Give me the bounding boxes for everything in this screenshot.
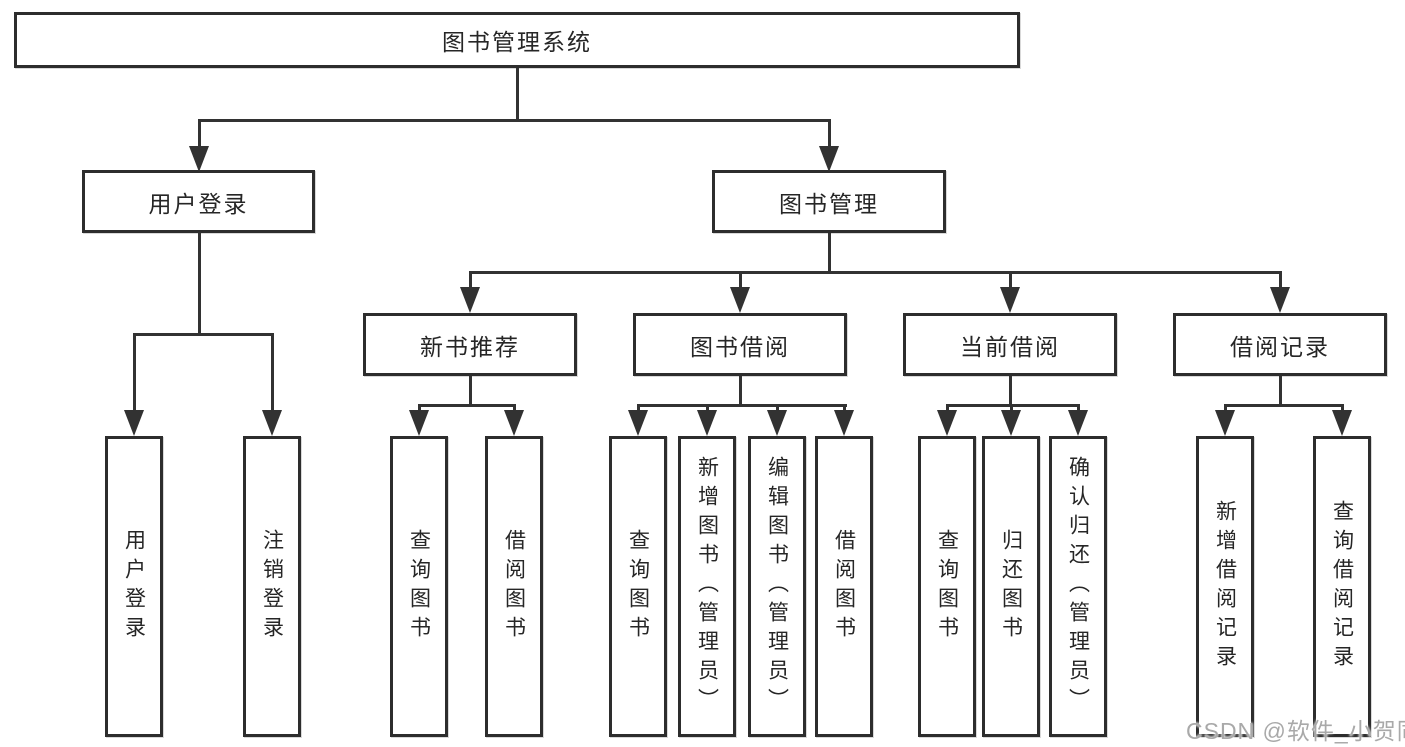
leaf-borrow-books: 借阅图书 bbox=[815, 436, 873, 737]
leaf-edit-books-admin: 编辑图书（管理员） bbox=[748, 436, 806, 737]
node-book-management: 图书管理 bbox=[712, 170, 946, 233]
node-current-borrowing: 当前借阅 bbox=[903, 313, 1117, 376]
leaf-query-borrow-record: 查询借阅记录 bbox=[1313, 436, 1371, 737]
connector-recommend-branch bbox=[418, 404, 516, 407]
leaf-add-books-admin: 新增图书（管理员） bbox=[678, 436, 736, 737]
connector-drop-rec2 bbox=[1341, 404, 1344, 414]
arrowhead-r2 bbox=[504, 410, 524, 436]
arrowhead-c3 bbox=[1068, 410, 1088, 436]
connector-root-stem bbox=[516, 68, 519, 121]
leaf-query-books-current: 查询图书 bbox=[918, 436, 976, 737]
connector-drop-b3 bbox=[776, 404, 779, 414]
connector-record-branch bbox=[1224, 404, 1344, 407]
arrowhead-current bbox=[1000, 287, 1020, 313]
connector-management-branch bbox=[469, 271, 1282, 274]
connector-drop-c2 bbox=[1010, 404, 1013, 414]
connector-drop-current bbox=[1009, 271, 1012, 289]
connector-drop-borrow bbox=[739, 271, 742, 289]
arrowhead-b2 bbox=[697, 410, 717, 436]
arrowhead-b3 bbox=[767, 410, 787, 436]
arrowhead-c1 bbox=[937, 410, 957, 436]
connector-root-branch bbox=[198, 119, 830, 122]
node-library-management-system: 图书管理系统 bbox=[14, 12, 1020, 68]
connector-current-branch bbox=[946, 404, 1080, 407]
connector-drop-c1 bbox=[946, 404, 949, 414]
arrowhead-rec1 bbox=[1215, 410, 1235, 436]
connector-drop-rec1 bbox=[1224, 404, 1227, 414]
connector-current-stem bbox=[1009, 376, 1012, 406]
connector-drop-r1 bbox=[418, 404, 421, 414]
csdn-watermark: CSDN @软件_小贺同学 bbox=[1186, 718, 1405, 744]
node-borrowing-records: 借阅记录 bbox=[1173, 313, 1387, 376]
connector-drop-leaf-login bbox=[133, 333, 136, 412]
arrowhead-record bbox=[1270, 287, 1290, 313]
connector-drop-leaf-logout bbox=[271, 333, 274, 412]
connector-drop-record bbox=[1279, 271, 1282, 289]
arrowhead-user-login bbox=[189, 146, 209, 172]
connector-record-stem bbox=[1279, 376, 1282, 406]
connector-login-stem bbox=[198, 232, 201, 335]
connector-login-branch bbox=[133, 333, 274, 336]
connector-drop-recommend bbox=[469, 271, 472, 289]
leaf-user-login: 用户登录 bbox=[105, 436, 163, 737]
connector-drop-b2 bbox=[706, 404, 709, 414]
leaf-query-books-borrow: 查询图书 bbox=[609, 436, 667, 737]
arrowhead-borrow bbox=[730, 287, 750, 313]
leaf-add-borrow-record: 新增借阅记录 bbox=[1196, 436, 1254, 737]
arrowhead-b4 bbox=[834, 410, 854, 436]
arrowhead-b1 bbox=[628, 410, 648, 436]
leaf-query-books-recommend: 查询图书 bbox=[390, 436, 448, 737]
leaf-logout: 注销登录 bbox=[243, 436, 301, 737]
node-user-login: 用户登录 bbox=[82, 170, 315, 233]
node-new-book-recommendation: 新书推荐 bbox=[363, 313, 577, 376]
connector-drop-b1 bbox=[637, 404, 640, 414]
connector-drop-book-management bbox=[828, 119, 831, 148]
connector-management-stem bbox=[828, 233, 831, 273]
leaf-return-books: 归还图书 bbox=[982, 436, 1040, 737]
connector-recommend-stem bbox=[469, 376, 472, 406]
connector-borrow-branch bbox=[637, 404, 847, 407]
connector-drop-b4 bbox=[843, 404, 846, 414]
arrowhead-r1 bbox=[409, 410, 429, 436]
node-book-borrowing: 图书借阅 bbox=[633, 313, 847, 376]
arrowhead-book-management bbox=[819, 146, 839, 172]
arrowhead-leaf-logout bbox=[262, 410, 282, 436]
leaf-borrow-books-recommend: 借阅图书 bbox=[485, 436, 543, 737]
arrowhead-rec2 bbox=[1332, 410, 1352, 436]
connector-drop-user-login bbox=[198, 119, 201, 148]
leaf-confirm-return-admin: 确认归还（管理员） bbox=[1049, 436, 1107, 737]
arrowhead-c2 bbox=[1001, 410, 1021, 436]
connector-borrow-stem bbox=[739, 376, 742, 406]
connector-drop-r2 bbox=[513, 404, 516, 414]
connector-drop-c3 bbox=[1077, 404, 1080, 414]
arrowhead-leaf-login bbox=[124, 410, 144, 436]
arrowhead-recommend bbox=[460, 287, 480, 313]
